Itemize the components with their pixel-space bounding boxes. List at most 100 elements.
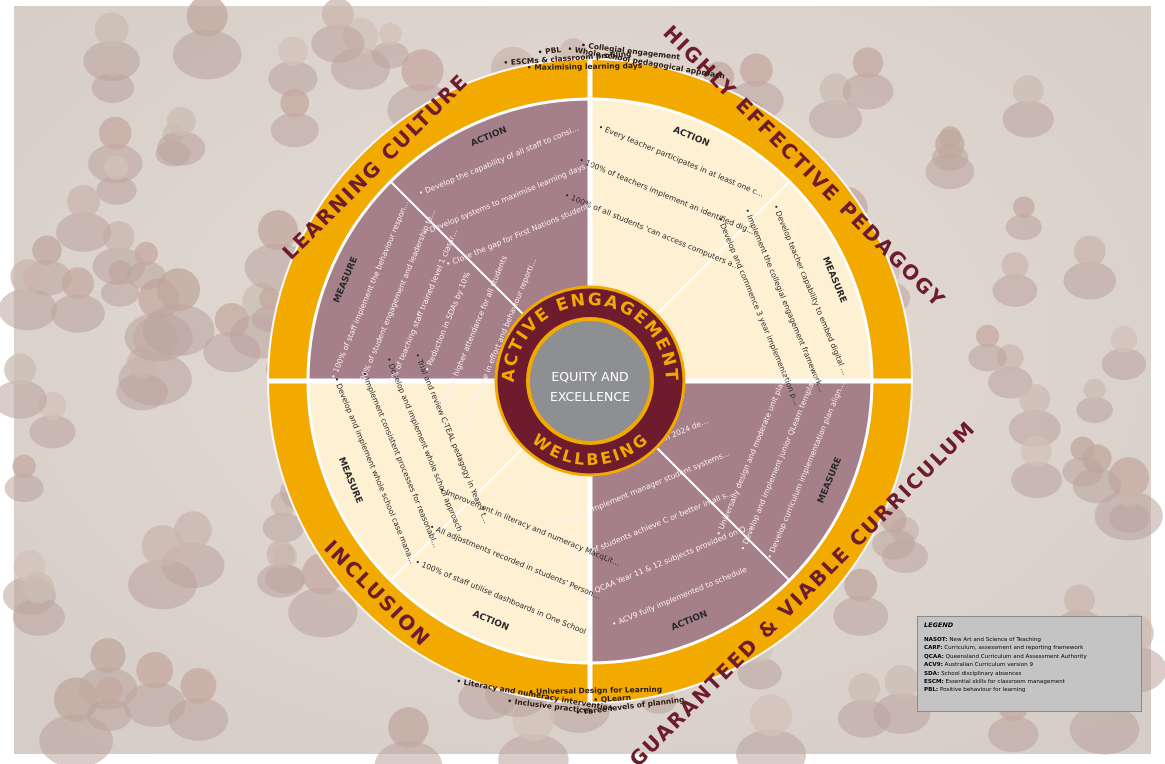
- crowd-figure: [4, 454, 44, 503]
- figure-head: [186, 0, 228, 37]
- legend-desc: Queensland Curriculum and Assessment Aut…: [943, 653, 1087, 660]
- figure-head: [819, 73, 852, 106]
- figure-shoulders: [172, 29, 242, 80]
- crowd-figure: [0, 353, 47, 419]
- figure-head: [1083, 378, 1106, 401]
- crowd-figure: [833, 568, 889, 636]
- figure-head: [67, 184, 101, 218]
- crowd-figure: [288, 552, 358, 638]
- figure-shoulders: [91, 72, 135, 103]
- figure-head: [1013, 196, 1035, 218]
- figure-head: [100, 51, 126, 77]
- figure-shoulders: [872, 528, 916, 560]
- figure-head: [848, 673, 881, 705]
- crowd-figure: [56, 184, 112, 252]
- crowd-figure: [1002, 75, 1054, 138]
- figure-shoulders: [126, 261, 166, 290]
- legend-desc: Positive behaviour for learning: [938, 687, 1026, 694]
- crowd-figure: [91, 51, 135, 103]
- figure-head: [880, 507, 907, 533]
- excellence-line: EXCELLENCE: [550, 389, 630, 404]
- crowd-figure: [29, 392, 76, 449]
- figure-shoulders: [1011, 461, 1063, 499]
- figure-shoulders: [29, 415, 76, 449]
- figure-shoulders: [988, 716, 1039, 753]
- figure-shoulders: [86, 699, 132, 732]
- crowd-figure: [172, 0, 242, 80]
- crowd-figure: [371, 22, 409, 69]
- crowd-figure: [1005, 196, 1042, 241]
- crowd-figure: [872, 507, 916, 560]
- legend-row: ACV9: Australian Curriculum version 9: [924, 661, 1135, 669]
- crowd-figure: [837, 673, 891, 738]
- figure-shoulders: [311, 24, 365, 63]
- figure-head: [388, 707, 429, 748]
- strategy-note: • PBL: [537, 45, 562, 57]
- figure-shoulders: [925, 153, 975, 190]
- crowd-figure: [842, 47, 894, 110]
- crowd-figure: [96, 155, 137, 205]
- legend-desc: Australian Curriculum version 9: [942, 662, 1034, 669]
- crowd-figure: [1101, 326, 1147, 381]
- figure-head: [53, 677, 99, 722]
- figure-head: [141, 525, 184, 567]
- figure-head: [1110, 326, 1138, 353]
- strategy-note: • Universal Design for Learning: [529, 685, 663, 696]
- half-divider: [652, 180, 791, 319]
- legend-abbr: NASOT:: [924, 637, 948, 643]
- figure-shoulders: [157, 131, 206, 166]
- figure-head: [136, 651, 174, 689]
- figure-head: [280, 88, 310, 118]
- inner-sectors: [306, 97, 874, 665]
- figure-head: [278, 36, 308, 66]
- figure-shoulders: [736, 729, 806, 764]
- figure-head: [1070, 436, 1095, 462]
- legend-desc: Essential skills for classroom managemen…: [943, 679, 1065, 686]
- figure-shoulders: [257, 563, 305, 598]
- crowd-figure: [270, 88, 319, 148]
- crowd-figure: [127, 525, 198, 610]
- crowd-figure: [1011, 436, 1063, 499]
- legend-abbr: QCAA:: [924, 653, 944, 660]
- crowd-figure: [1076, 378, 1113, 424]
- figure-shoulders: [1008, 409, 1061, 448]
- figure-shoulders: [142, 304, 215, 356]
- figure-shoulders: [56, 212, 112, 252]
- legend-desc: Curriculum, assessment and reporting fra…: [942, 645, 1084, 652]
- crowd-figure: [808, 73, 863, 139]
- crowd-figure: [1008, 383, 1061, 448]
- crowd-figure: [992, 251, 1038, 307]
- figure-shoulders: [1076, 396, 1113, 424]
- figure-head: [23, 572, 55, 604]
- crowd-figure: [86, 676, 132, 732]
- figure-head: [103, 221, 135, 253]
- figure-head: [1074, 235, 1106, 267]
- legend-row: NASOT: New Art and Science of Teaching: [924, 636, 1135, 644]
- half-divider: [652, 443, 791, 582]
- crowd-figure: [0, 259, 58, 331]
- figure-shoulders: [262, 512, 304, 543]
- figure-head: [739, 53, 773, 87]
- legend-title: LEGEND: [924, 621, 954, 629]
- crowd-figure: [51, 267, 105, 333]
- figure-shoulders: [4, 474, 44, 503]
- figure-head: [935, 129, 965, 159]
- figure-head: [166, 106, 196, 136]
- strategy-note: • QLearn: [593, 693, 631, 705]
- legend-row: ESCM: Essential skills for classroom man…: [924, 678, 1135, 686]
- figure-head: [844, 568, 878, 602]
- figure-head: [134, 241, 158, 266]
- figure-head: [884, 664, 919, 699]
- figure-head: [321, 0, 354, 30]
- crowd-figure: [374, 707, 443, 764]
- crowd-figure: [311, 0, 365, 63]
- figure-head: [32, 235, 62, 266]
- crowd-figure: [262, 492, 304, 543]
- legend-abbr: PBL:: [924, 687, 939, 694]
- strategy-note: • Maximising learning days: [527, 61, 643, 72]
- crowd-figure: [1062, 436, 1104, 487]
- crowd-figure: [1108, 482, 1150, 533]
- sector-dividers: [268, 59, 912, 703]
- figure-shoulders: [498, 734, 569, 764]
